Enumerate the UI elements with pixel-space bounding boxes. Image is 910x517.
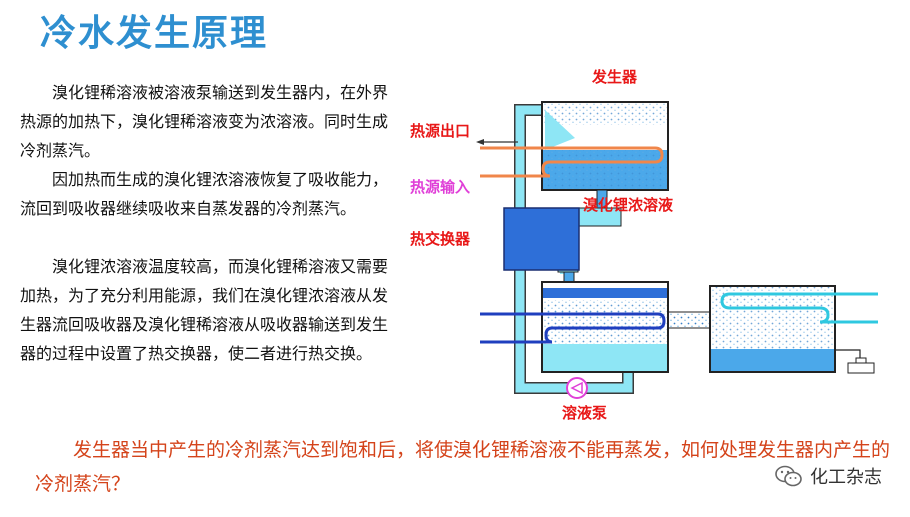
- label-solution-pump: 溶液泵: [562, 404, 607, 422]
- label-heat-out: 热源出口: [410, 122, 470, 140]
- generator-vessel: [541, 101, 669, 191]
- label-concentrated-solution: 溴化锂浓溶液: [583, 196, 674, 214]
- evaporator-vessel: [709, 285, 836, 373]
- heat-source-coil: [480, 146, 664, 178]
- absorption-chiller-diagram: 发生器 热源出口 热源输入 溴化锂浓溶液 热交换器 溶液泵: [410, 68, 878, 422]
- watermark: 化工杂志: [774, 463, 882, 489]
- solution-pump: [566, 377, 588, 399]
- heat-exchanger: [503, 207, 580, 271]
- label-heat-in: 热源输入: [410, 178, 470, 196]
- question-text: 发生器当中产生的冷剂蒸汽达到饱和后，将使溴化锂稀溶液不能再蒸发，如何处理发生器内…: [35, 439, 891, 495]
- heat-out-arrow: [476, 139, 518, 145]
- cooling-water-coil: [480, 312, 666, 344]
- evaporator-drain: [835, 349, 875, 374]
- label-generator: 发生器: [591, 68, 638, 86]
- wechat-icon: [775, 465, 802, 487]
- vapor-passage: [667, 311, 713, 329]
- paragraph-2: 因加热而生成的溴化锂浓溶液恢复了吸收能力，流回到吸收器继续吸收来自蒸发器的冷剂蒸…: [20, 170, 389, 218]
- solution-pipe: [514, 104, 634, 394]
- label-heat-exchanger: 热交换器: [410, 230, 471, 248]
- paragraph-1: 溴化锂稀溶液被溶液泵输送到发生器内，在外界热源的加热下，溴化锂稀溶液变为浓溶液。…: [20, 83, 389, 160]
- paragraph-3: 溴化锂浓溶液温度较高，而溴化锂稀溶液又需要加热，为了充分利用能源，我们在溴化锂浓…: [20, 257, 389, 363]
- watermark-text: 化工杂志: [810, 467, 882, 488]
- page-title: 冷水发生原理: [40, 13, 269, 54]
- chilled-water-coil: [720, 292, 878, 324]
